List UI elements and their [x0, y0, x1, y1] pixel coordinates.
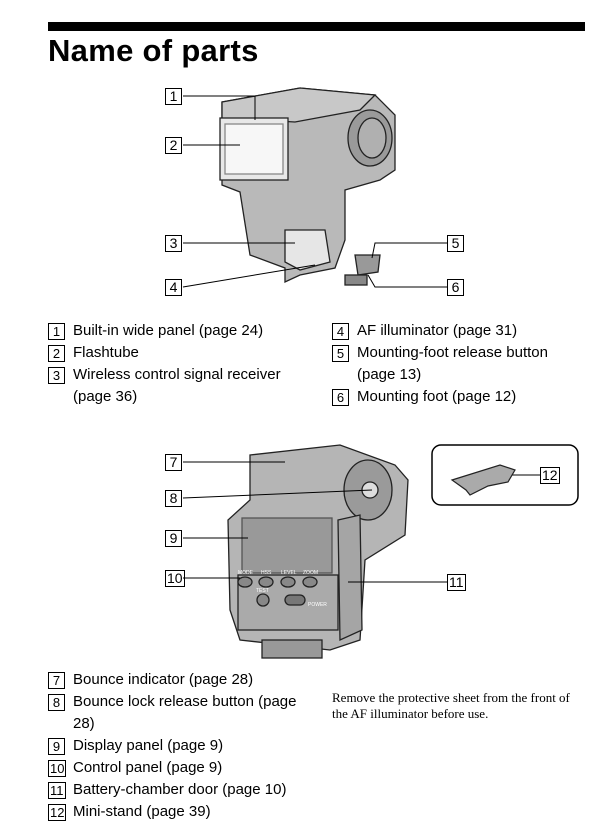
parts-list-top-right: 4 AF illuminator (page 31) 5 Mounting-foot…: [332, 320, 582, 408]
item-number: 12: [48, 804, 67, 821]
item-number: 9: [48, 738, 65, 755]
test-label: TEST: [256, 588, 269, 594]
callout-6: 6: [447, 279, 464, 296]
parts-list-bottom: 7 Bounce indicator (page 28) 8 Bounce lock…: [48, 669, 318, 823]
list-item: 11 Battery-chamber door (page 10): [48, 779, 318, 801]
list-item: 1 Built-in wide panel (page 24): [48, 320, 318, 342]
callout-8: 8: [165, 490, 182, 507]
item-label: AF illuminator (page 31): [357, 322, 518, 339]
callout-5: 5: [447, 235, 464, 252]
header-rule: [48, 22, 585, 31]
callout-12: 12: [540, 467, 560, 484]
callout-4: 4: [165, 279, 182, 296]
item-number: 5: [332, 345, 349, 362]
item-number: 3: [48, 367, 65, 384]
callout-11: 11: [447, 574, 466, 591]
mode-label: MODE: [238, 570, 254, 576]
level-label: LEVEL: [281, 570, 297, 576]
item-label: Display panel (page 9): [73, 737, 224, 754]
callout-1: 1: [165, 88, 182, 105]
item-label: Mounting foot (page 12): [357, 388, 517, 405]
item-number: 7: [48, 672, 65, 689]
callout-2: 2: [165, 137, 182, 154]
item-label: Wireless control signal receiver (page 3…: [73, 366, 281, 405]
list-item: 5 Mounting-foot release button (page 13): [332, 342, 582, 386]
callout-10: 10: [165, 570, 185, 587]
callout-7: 7: [165, 454, 182, 471]
af-illuminator-note: Remove the protective sheet from the fro…: [332, 690, 570, 721]
list-item: 12 Mini-stand (page 39): [48, 801, 318, 823]
item-number: 6: [332, 389, 349, 406]
item-label: Mini-stand (page 39): [73, 803, 211, 820]
power-label: POWER: [308, 602, 327, 608]
callout-9: 9: [165, 530, 182, 547]
item-number: 11: [48, 782, 66, 799]
list-item: 9 Display panel (page 9): [48, 735, 318, 757]
page-title: Name of parts: [48, 33, 259, 68]
zoom-label: ZOOM: [303, 570, 318, 576]
callout-3: 3: [165, 235, 182, 252]
item-label: Battery-chamber door (page 10): [73, 781, 287, 798]
list-item: 10 Control panel (page 9): [48, 757, 318, 779]
item-label: Built-in wide panel (page 24): [73, 322, 264, 339]
item-label: Bounce indicator (page 28): [73, 671, 254, 688]
parts-list-top-left: 1 Built-in wide panel (page 24) 2 Flashtub…: [48, 320, 318, 408]
item-number: 8: [48, 694, 65, 711]
item-label: Bounce lock release button (page 28): [73, 693, 297, 732]
item-number: 10: [48, 760, 67, 777]
flash-front-illustration: [219, 87, 396, 286]
mini-stand-illustration: [450, 464, 516, 496]
list-item: 6 Mounting foot (page 12): [332, 386, 582, 408]
list-item: 2 Flashtube: [48, 342, 318, 364]
list-item: 4 AF illuminator (page 31): [332, 320, 582, 342]
item-number: 2: [48, 345, 65, 362]
list-item: 8 Bounce lock release button (page 28): [48, 691, 318, 735]
list-item: 7 Bounce indicator (page 28): [48, 669, 318, 691]
item-number: 1: [48, 323, 65, 340]
hss-label: HSS: [261, 570, 272, 576]
item-label: Control panel (page 9): [73, 759, 223, 776]
list-item: 3 Wireless control signal receiver (page …: [48, 364, 318, 408]
item-label: Flashtube: [73, 344, 139, 361]
item-number: 4: [332, 323, 349, 340]
flash-rear-illustration: [227, 444, 409, 659]
item-label: Mounting-foot release button (page 13): [357, 344, 548, 383]
